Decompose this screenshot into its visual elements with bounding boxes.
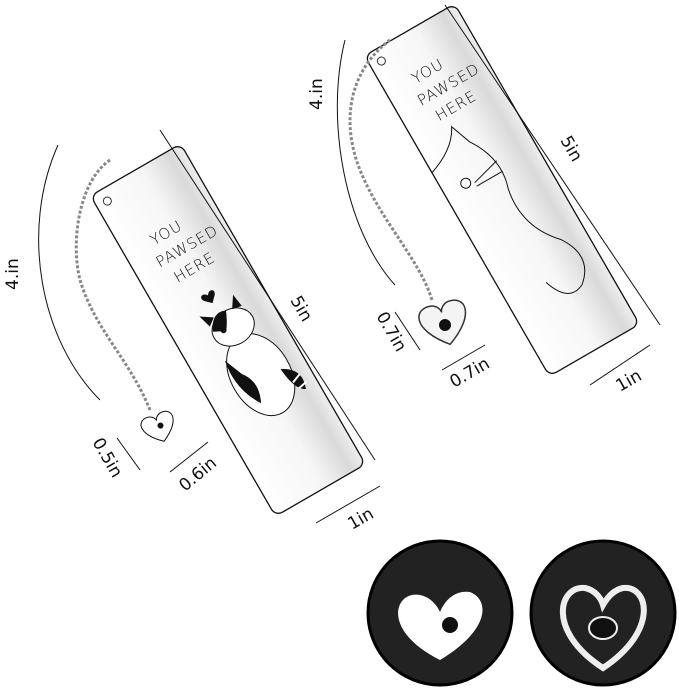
left-width-dim-line <box>315 485 381 524</box>
left-bookmark-hole <box>102 196 112 206</box>
right-bookmark-plate <box>366 6 638 374</box>
bookmark-right: 4.in YOU PAWSED HERE 5in 1in 0.7in 0.7in <box>307 4 661 396</box>
right-heart-charm <box>418 299 467 346</box>
left-chain-length-label: 4.in <box>3 258 23 290</box>
left-heart-charm <box>140 410 174 442</box>
left-length-dim-line <box>159 129 376 461</box>
heart-icon <box>201 290 215 304</box>
chain-length-arc <box>336 39 396 286</box>
left-charm-width-label: 0.6in <box>175 453 220 496</box>
right-charm-width-label: 0.7in <box>447 354 494 393</box>
right-chain <box>348 38 434 301</box>
right-chain-length-label: 4.in <box>307 78 327 110</box>
right-bookmark-length-label: 5in <box>556 133 586 166</box>
paw-icon <box>442 617 458 633</box>
left-bookmark-length-label: 5in <box>286 293 316 326</box>
chain-length-arc <box>38 144 101 401</box>
left-chain <box>74 158 152 411</box>
paw-icon <box>157 422 164 429</box>
left-charm-height-label: 0.5in <box>88 435 127 482</box>
charm-closeup-left <box>366 539 514 687</box>
charm-closeup-right <box>529 539 677 687</box>
line-cat-illustration <box>431 125 586 294</box>
bookmark-left: 4.in YOU PAWSED HERE 5in 1in <box>3 129 381 534</box>
paw-icon <box>588 616 618 640</box>
right-bookmark-width-label: 1in <box>613 366 646 396</box>
paw-icon <box>439 319 451 331</box>
right-bookmark-hole <box>376 56 386 66</box>
right-charm-height-label: 0.7in <box>372 309 411 356</box>
black-white-cat-illustration <box>199 294 308 417</box>
left-bookmark-width-label: 1in <box>345 504 378 534</box>
